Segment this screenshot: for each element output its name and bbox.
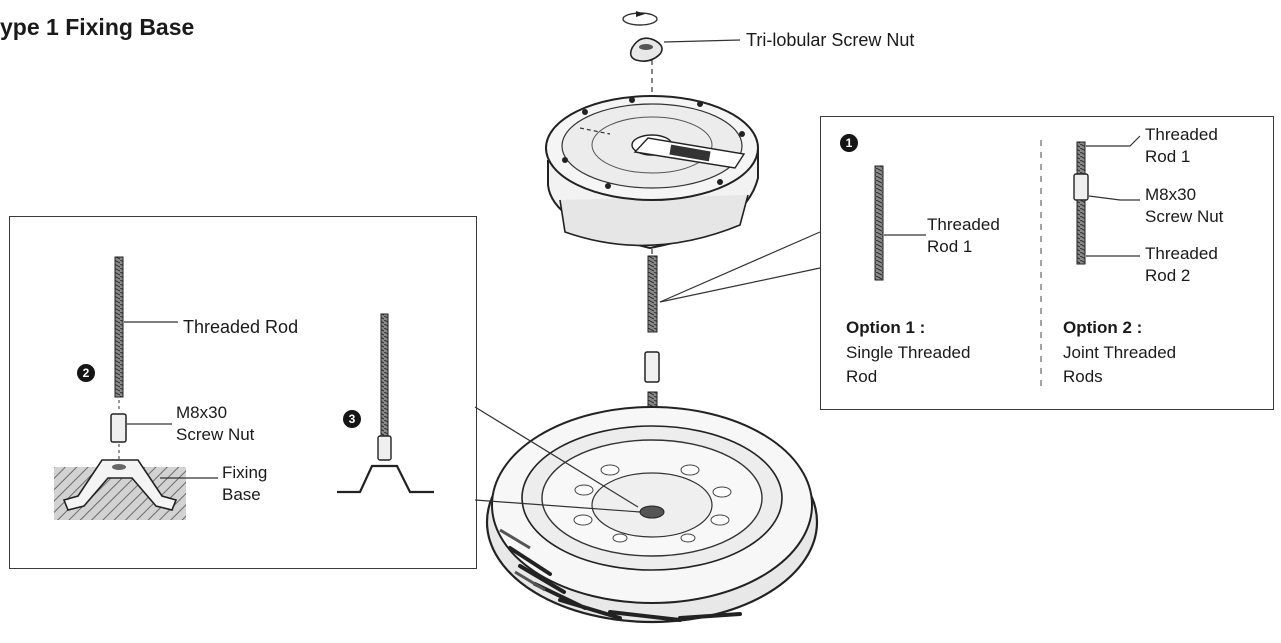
option1-heading: Option 1 :	[846, 318, 926, 337]
fixing-base-bracket	[62, 459, 178, 511]
screw-nut-label-line2: Screw Nut	[176, 425, 255, 444]
option1-rod-label-line2: Rod 1	[927, 237, 973, 256]
screw-nut-label-line1: M8x30	[176, 403, 228, 422]
option2-desc-line1: Joint Threaded	[1063, 343, 1177, 362]
step3-screw-nut	[377, 435, 392, 461]
option2-nut-label-line1: M8x30	[1145, 185, 1197, 204]
option2-nut-label-line2: Screw Nut	[1145, 207, 1224, 226]
step3-threaded-rod	[380, 313, 389, 439]
tri-lobular-nut-icon	[629, 37, 663, 62]
step3-fixing-base	[337, 464, 434, 494]
option2-rod1-label-line2: Rod 1	[1145, 147, 1191, 166]
step-3-badge: 3	[343, 410, 361, 428]
option2-rod1	[1076, 141, 1086, 175]
center-screw-nut	[644, 351, 660, 383]
option1-threaded-rod	[874, 165, 884, 281]
step2-threaded-rod	[114, 256, 124, 398]
option2-rod2-label-line2: Rod 2	[1145, 266, 1191, 285]
connector-line	[474, 406, 639, 508]
option2-heading: Option 2 :	[1063, 318, 1143, 337]
right-options-panel	[820, 116, 1274, 410]
left-detail-panel	[9, 216, 477, 569]
center-threaded-rod	[647, 255, 658, 333]
step2-screw-nut	[110, 413, 127, 443]
fixing-base-label-line2: Base	[222, 485, 261, 504]
option2-rod2-label-line1: Threaded	[1145, 244, 1218, 263]
option1-desc-line1: Single Threaded	[846, 343, 971, 362]
rotation-arrow-icon	[622, 11, 658, 26]
option1-rod-label-line1: Threaded	[927, 215, 1000, 234]
option2-desc-line2: Rods	[1063, 367, 1103, 386]
tyre-base-icon	[485, 406, 819, 624]
connector-line	[474, 499, 641, 513]
connector-line	[659, 267, 821, 303]
beacon-housing-icon	[545, 95, 759, 250]
page-title: ype 1 Fixing Base	[0, 14, 195, 40]
step-2-badge: 2	[77, 364, 95, 382]
option1-desc-line2: Rod	[846, 367, 878, 386]
connector-line	[659, 231, 821, 303]
nut-leader-line	[663, 39, 741, 43]
option2-screw-nut	[1073, 173, 1089, 201]
threaded-rod-label: Threaded Rod	[183, 317, 299, 337]
fixing-base-label-line1: Fixing	[222, 463, 268, 482]
tri-lobular-nut-label: Tri-lobular Screw Nut	[746, 30, 915, 50]
option2-rod1-label-line1: Threaded	[1145, 125, 1218, 144]
step-1-badge: 1	[840, 134, 858, 152]
option2-rod2	[1076, 199, 1086, 265]
